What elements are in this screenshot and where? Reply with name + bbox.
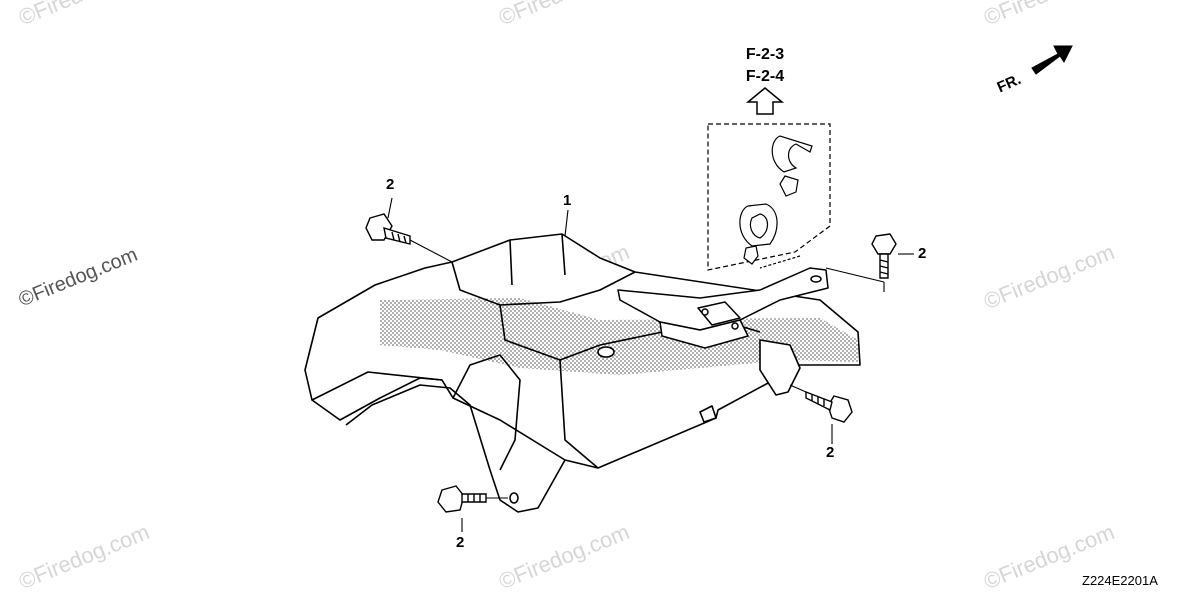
callout-part-2-right: 2 [918, 245, 927, 262]
cover-part [304, 233, 861, 513]
leader-lines [387, 197, 914, 532]
callout-part-2-bottom: 2 [456, 534, 465, 551]
callout-part-2-top-left: 2 [386, 176, 395, 193]
reference-f-2-3: F-2-3 [745, 46, 785, 63]
callout-part-2-lower-right: 2 [826, 444, 835, 461]
front-direction-arrow-icon [1031, 45, 1073, 75]
reference-f-2-4: F-2-4 [745, 68, 785, 85]
bracket-plate [617, 267, 829, 349]
up-arrow-icon [745, 87, 785, 115]
clip-group [707, 123, 831, 271]
diagram-code: Z224E2201A [1082, 573, 1158, 588]
bolt-top-left [365, 213, 411, 245]
bolt-lower-right [805, 390, 853, 423]
callout-part-1: 1 [563, 192, 572, 209]
bolt-right [871, 233, 897, 279]
bolt-bottom [437, 485, 487, 513]
